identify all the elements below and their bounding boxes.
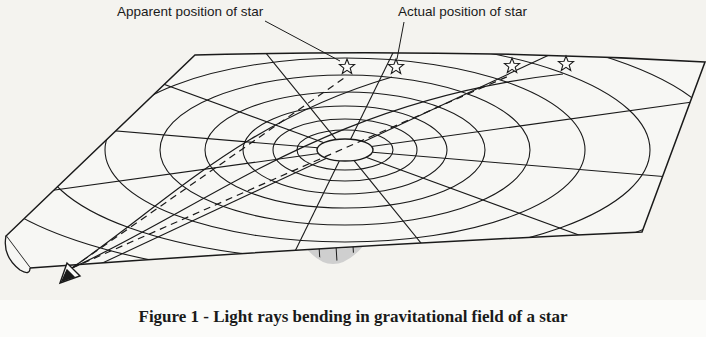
sheet-curl xyxy=(5,236,30,273)
star-symbol xyxy=(558,56,573,71)
grid-ring xyxy=(297,130,393,170)
apparent-ray xyxy=(72,76,347,268)
light-ray xyxy=(72,74,563,268)
leader-line xyxy=(265,21,340,61)
eye-symbol xyxy=(60,263,80,283)
grid-line xyxy=(364,0,706,142)
star-label: Apparent position of star xyxy=(117,4,263,19)
star-symbol xyxy=(339,59,354,74)
stars xyxy=(339,56,573,74)
leader-line xyxy=(397,22,404,59)
apparent-ray xyxy=(72,75,511,268)
grid-line xyxy=(0,154,319,255)
grid-ring xyxy=(205,92,485,208)
grid-ring xyxy=(105,58,585,242)
grid-line xyxy=(91,0,337,140)
eye-pupil xyxy=(62,270,74,281)
light-ray xyxy=(72,77,392,268)
grid-line xyxy=(0,0,324,143)
grid-ring xyxy=(160,75,530,225)
star-label: Actual position of star xyxy=(398,4,527,19)
star-symbol xyxy=(388,59,403,74)
grid-ring xyxy=(0,22,706,278)
space-sheet xyxy=(6,53,705,268)
grid-ring xyxy=(243,106,447,194)
funnel-mouth xyxy=(317,139,373,161)
grid-line xyxy=(372,152,706,215)
eye-outline xyxy=(60,263,80,283)
figure-caption: Figure 1 - Light rays bending in gravita… xyxy=(139,307,568,327)
star-symbol xyxy=(504,58,519,73)
grid-line xyxy=(372,45,706,146)
grid-line xyxy=(0,84,318,147)
